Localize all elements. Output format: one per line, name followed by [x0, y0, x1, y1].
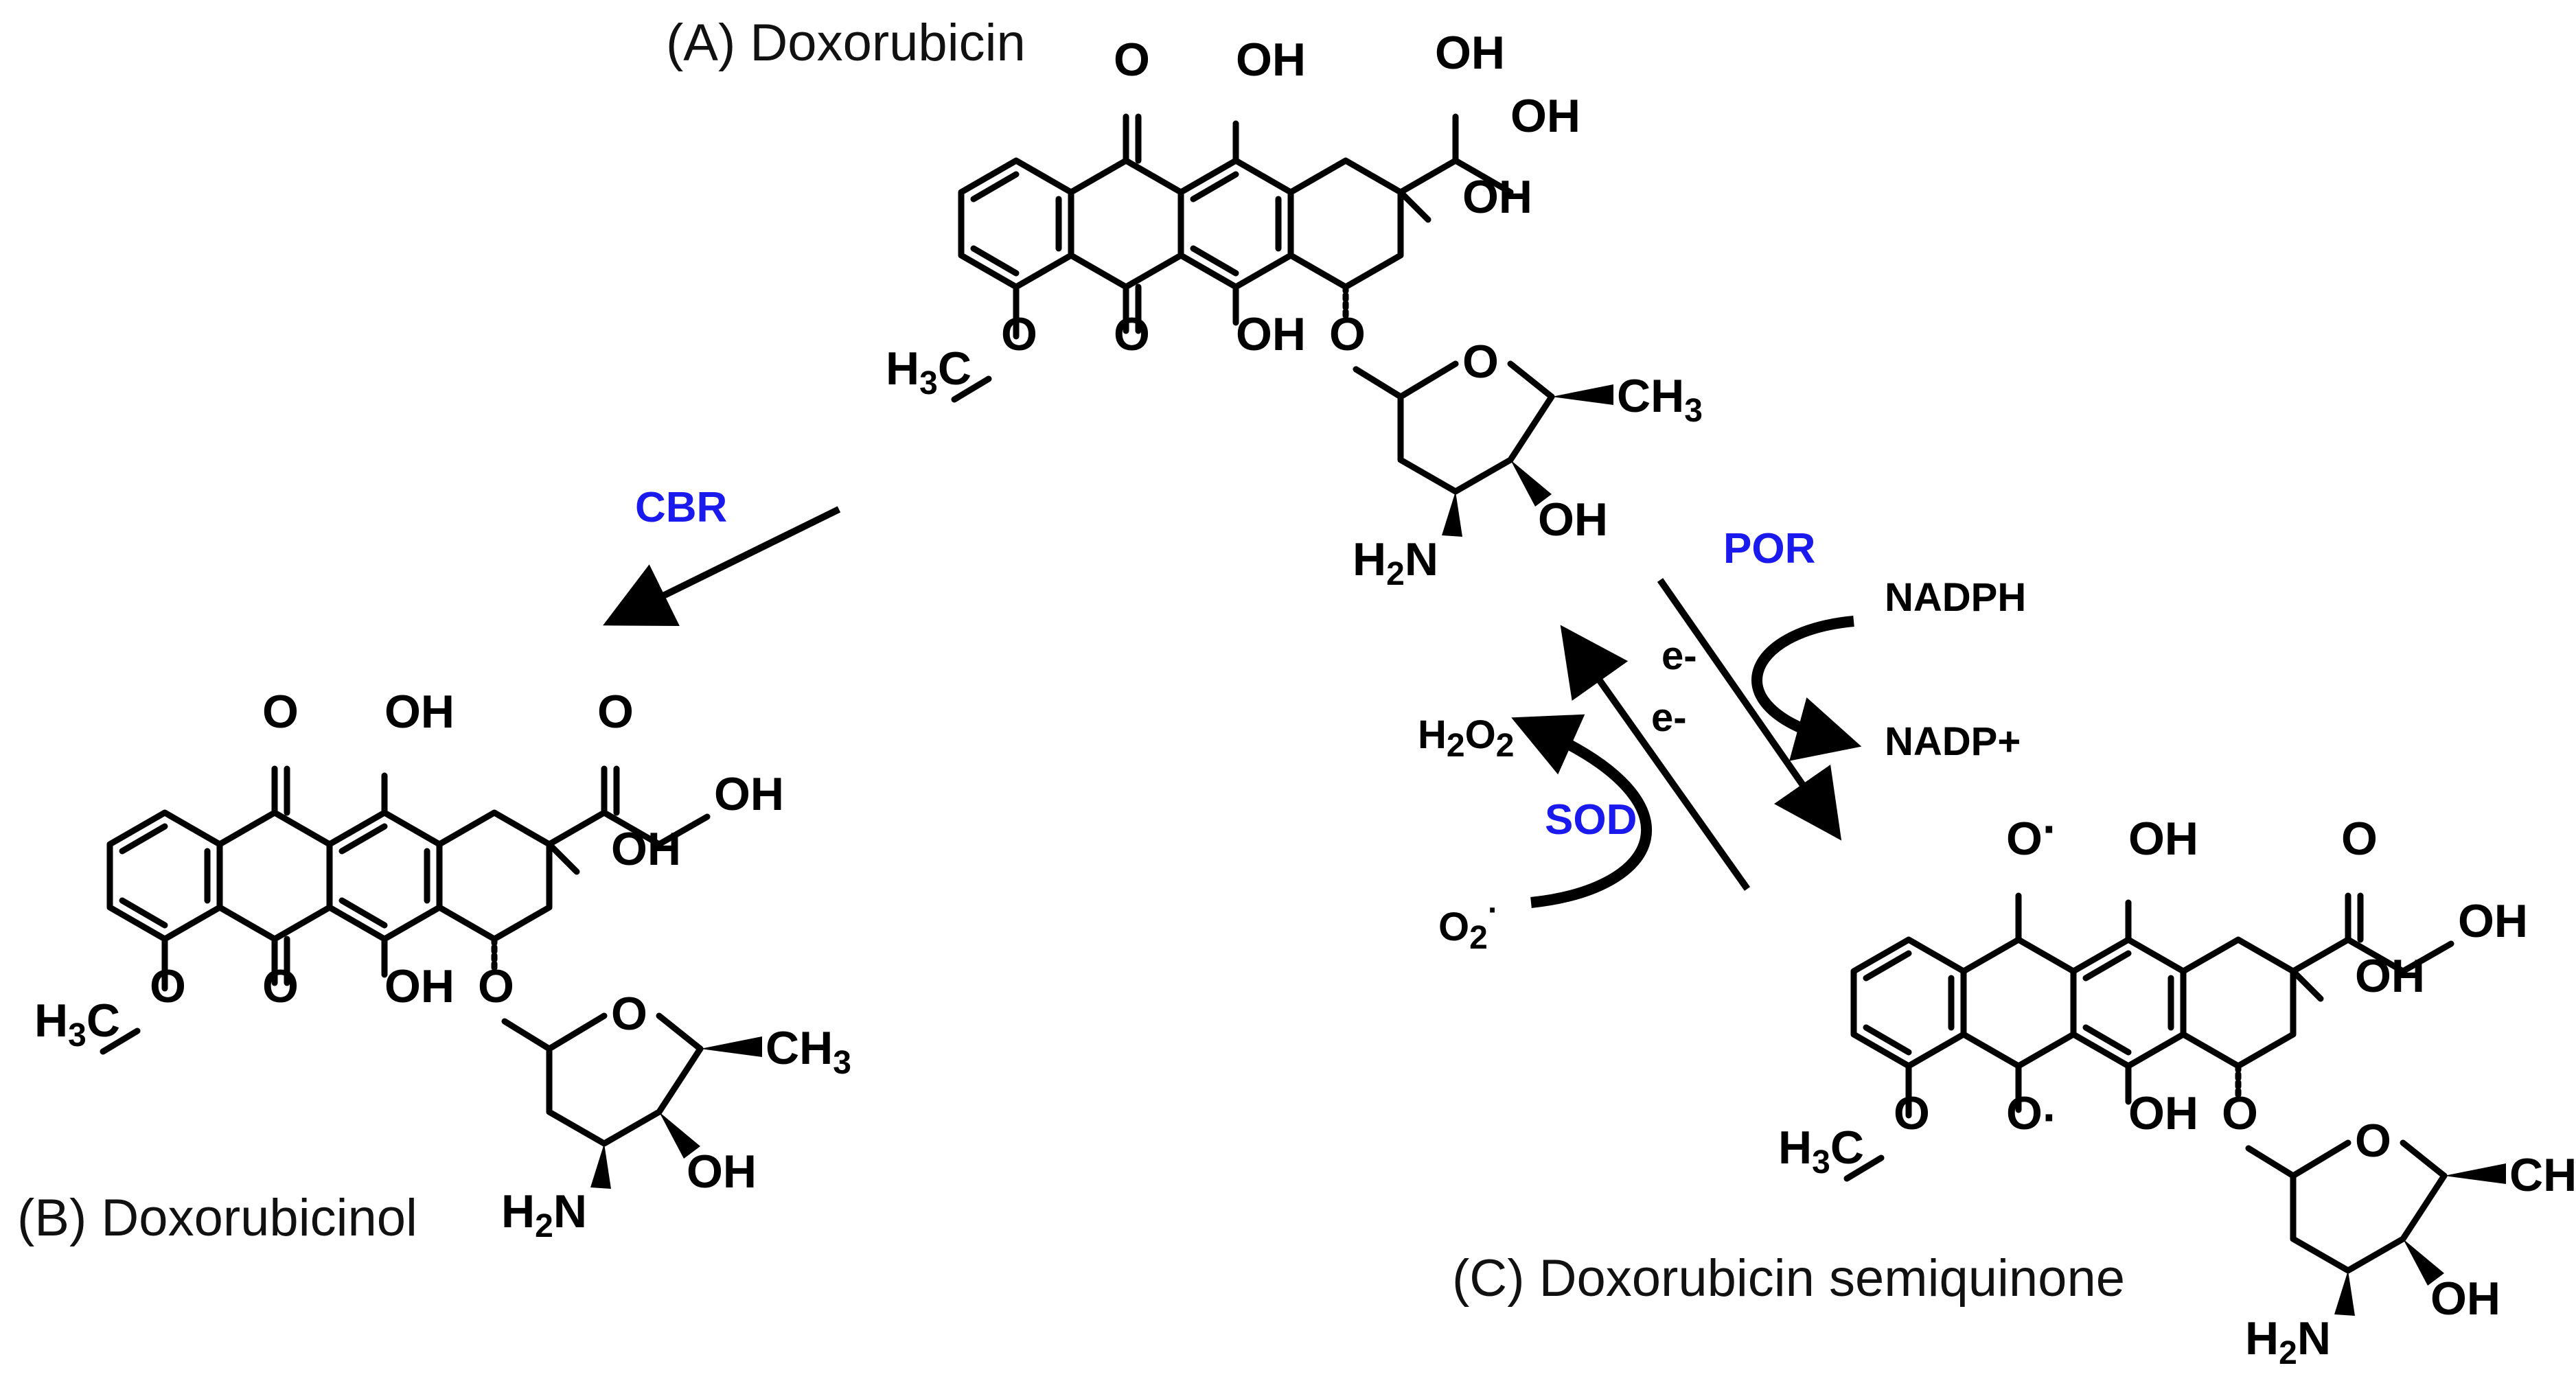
terminal-oh: OH	[1510, 90, 1580, 142]
por-label: POR	[1723, 525, 1815, 572]
sod-label: SOD	[1545, 796, 1637, 844]
semiquinone-structure: O· OH O OH OH O· OH O O O H3C CH3 OH H2N	[1778, 803, 2576, 1371]
phenol-oh: OH	[2128, 1087, 2198, 1139]
nadph-label: NADPH	[1885, 575, 2026, 620]
sugar-methyl: CH3	[766, 1022, 851, 1081]
ring-oxygen: O	[611, 988, 647, 1040]
hydrogen-peroxide-label: H2O2	[1418, 712, 1514, 764]
svg-text:CH3: CH3	[766, 1022, 851, 1081]
quinone-oxygen: O	[262, 686, 299, 738]
caption-semiquinone: (C) Doxorubicin semiquinone	[1452, 1249, 2125, 1308]
electron-label: e-	[1651, 695, 1687, 740]
methoxy-group: H3C	[886, 343, 971, 402]
terminal-oh: OH	[2458, 895, 2528, 947]
oxidation-arrow	[1560, 625, 1751, 891]
cbr-arrow	[603, 506, 841, 626]
reduction-arrow	[1657, 578, 1842, 841]
doxorubicin-structure: O OH OH OH OH O OH O O O H3C CH3 OH H2N	[886, 27, 1703, 592]
methoxy-group: H3C	[1778, 1122, 1864, 1181]
svg-text:CH3: CH3	[2509, 1149, 2576, 1208]
sugar-oh: OH	[1538, 494, 1608, 546]
doxorubicinol-structure: O OH O OH OH O OH O O O H3C CH3 OH H2N	[34, 686, 851, 1244]
svg-text:H2O2: H2O2	[1418, 712, 1514, 764]
nadp-label: NADP+	[1885, 719, 2021, 764]
glycosidic-oxygen: O	[2222, 1087, 2258, 1139]
tertiary-oh: OH	[611, 823, 681, 875]
quinone-oxygen: O	[262, 960, 299, 1012]
electron-label: e-	[1661, 634, 1697, 678]
methoxy-group: H3C	[34, 995, 120, 1054]
quinone-oxygen: O	[1114, 308, 1150, 360]
svg-text:H3C: H3C	[34, 995, 120, 1054]
phenol-oh: OH	[384, 960, 455, 1012]
ring-oxygen: O	[2355, 1115, 2391, 1167]
amino-group: H2N	[2245, 1312, 2331, 1371]
cbr-label: CBR	[635, 484, 727, 531]
ketone-oxygen: O	[2341, 813, 2378, 865]
svg-text:H3C: H3C	[1778, 1122, 1864, 1181]
phenol-oh: OH	[384, 686, 455, 738]
por-curved-arrow	[1751, 616, 1862, 761]
side-chain-oh: OH	[1435, 27, 1505, 79]
svg-text:O·: O·	[2006, 803, 2058, 865]
svg-text:CH3: CH3	[1617, 370, 1703, 429]
sod-curved-arrow	[1511, 714, 1652, 908]
radical-oxygen: O·	[2006, 803, 2058, 865]
phenol-oh: OH	[1236, 308, 1306, 360]
sugar-oh: OH	[687, 1146, 757, 1198]
methoxy-oxygen: O	[1001, 308, 1037, 360]
superoxide-label: O2·	[1438, 892, 1499, 956]
methoxy-oxygen: O	[150, 960, 186, 1012]
sugar-oh: OH	[2430, 1273, 2500, 1325]
phenol-oh: OH	[1236, 34, 1306, 86]
svg-text:H2N: H2N	[1353, 533, 1438, 592]
ring-oxygen: O	[1462, 336, 1499, 388]
svg-text:H2N: H2N	[501, 1185, 587, 1244]
amino-group: H2N	[1353, 533, 1438, 592]
glycosidic-oxygen: O	[478, 960, 514, 1012]
svg-text:H2N: H2N	[2245, 1312, 2331, 1371]
svg-text:O2·: O2·	[1438, 892, 1499, 956]
quinone-oxygen: O	[1114, 34, 1150, 86]
amino-group: H2N	[501, 1185, 587, 1244]
svg-text:H3C: H3C	[886, 343, 971, 402]
sugar-methyl: CH3	[2509, 1149, 2576, 1208]
phenol-oh: OH	[2128, 813, 2198, 865]
caption-doxorubicinol: (B) Doxorubicinol	[17, 1189, 417, 1247]
svg-text:O·: O·	[2006, 1087, 2058, 1144]
glycosidic-oxygen: O	[1329, 308, 1366, 360]
terminal-oh: OH	[714, 768, 784, 820]
radical-oxygen: O·	[2006, 1087, 2058, 1144]
sugar-methyl: CH3	[1617, 370, 1703, 429]
caption-doxorubicin: (A) Doxorubicin	[666, 14, 1026, 72]
tertiary-oh: OH	[2355, 950, 2425, 1002]
ketone-oxygen: O	[597, 686, 634, 738]
tertiary-oh: OH	[1462, 171, 1532, 223]
methoxy-oxygen: O	[1894, 1087, 1930, 1139]
